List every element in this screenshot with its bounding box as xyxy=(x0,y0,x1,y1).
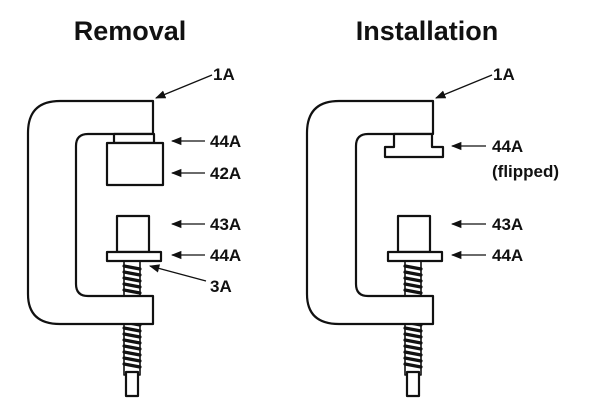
removal-title: Removal xyxy=(74,16,187,46)
arrow-installation-1a xyxy=(435,74,493,99)
removal-panel: Removal xyxy=(26,16,241,398)
label-installation-44a-top: 44A xyxy=(492,137,523,156)
label-installation-44a-bottom: 44A xyxy=(492,246,523,265)
installation-driver xyxy=(396,214,432,254)
installation-top-adapter-flipped xyxy=(383,132,445,159)
installation-bottom-adapter xyxy=(386,250,444,263)
removal-forcing-screw xyxy=(122,259,142,398)
installation-panel: Installation 1A 4 xyxy=(305,16,559,398)
installation-c-clamp-frame xyxy=(305,99,435,326)
arrow-removal-1a xyxy=(155,74,213,99)
label-removal-43a: 43A xyxy=(210,215,241,234)
label-removal-3a: 3A xyxy=(210,277,232,296)
installation-forcing-screw xyxy=(403,259,423,398)
removal-bottom-adapter xyxy=(105,250,163,263)
label-removal-42a: 42A xyxy=(210,164,241,183)
label-removal-44a-bottom: 44A xyxy=(210,246,241,265)
removal-top-adapter xyxy=(112,132,156,145)
label-removal-44a-top: 44A xyxy=(210,132,241,151)
installation-title: Installation xyxy=(356,16,499,46)
arrow-removal-3a xyxy=(148,264,207,282)
label-removal-1a: 1A xyxy=(213,65,235,84)
label-installation-43a: 43A xyxy=(492,215,523,234)
removal-driver xyxy=(115,214,151,254)
label-installation-flipped-note: (flipped) xyxy=(492,162,559,181)
removal-c-clamp-frame xyxy=(26,99,155,326)
label-installation-1a: 1A xyxy=(493,65,515,84)
removal-receiver-cup xyxy=(105,141,165,187)
